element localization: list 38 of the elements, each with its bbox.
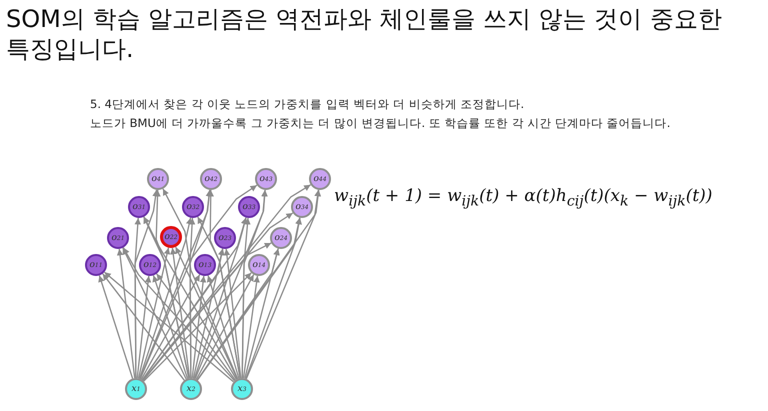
- connection-arrow: [192, 276, 206, 378]
- connection-arrow: [197, 216, 241, 378]
- connection-arrow: [244, 248, 280, 378]
- connection-arrow: [140, 184, 258, 380]
- connection-arrow: [245, 218, 302, 379]
- connection-arrow: [116, 248, 136, 378]
- connection-arrow: [196, 248, 280, 380]
- slide-title: SOM의 학습 알고리즘은 역전파와 체인룰을 쓰지 않는 것이 중요한 특징입니다.: [6, 4, 723, 64]
- connection-arrow: [138, 248, 170, 378]
- connection-arrow: [175, 246, 238, 380]
- connection-arrow: [143, 272, 252, 382]
- connection-arrow: [140, 274, 200, 380]
- connection-arrow: [136, 276, 152, 378]
- connection-arrow: [122, 248, 187, 380]
- connection-arrow: [152, 275, 188, 379]
- connection-arrow: [196, 274, 254, 380]
- connection-arrow: [188, 218, 196, 378]
- connection-arrow: [134, 218, 141, 378]
- connection-arrow: [162, 188, 238, 380]
- connection-arrow: [206, 275, 240, 379]
- connection-arrow: [104, 272, 234, 382]
- connection-arrow: [192, 248, 224, 378]
- connection-arrow: [242, 218, 251, 378]
- connection-arrow: [98, 275, 134, 379]
- connection-arrow: [246, 190, 322, 380]
- connection-arrow: [142, 242, 272, 382]
- connection-arrow: [194, 217, 248, 379]
- update-formula: w$_{ijk}$(t + 1) = w$_{ijk}$(t) + α(t)h$_{cij}$(t)(x$_{k}$ − w$_{ijk}$(t)): [334, 186, 712, 210]
- connection-arrow: [224, 248, 242, 378]
- connection-arrow: [122, 247, 236, 382]
- connection-arrow: [142, 248, 225, 380]
- connection-arrow: [156, 273, 236, 381]
- description-text: 노드가 BMU에 더 가까울수록 그 가중치는 더 많이 변경됩니다. 또 학습률 또한 각 시간 단계마다 줄어듭니다.: [90, 116, 670, 131]
- connection-arrow: [170, 248, 190, 378]
- description-text: 5. 4단계에서 찾은 각 이웃 노드의 가중치를 입력 벡터와 더 비슷하게 조정합니다.: [90, 97, 524, 112]
- connection-arrow: [196, 218, 302, 380]
- connection-arrow: [102, 273, 185, 381]
- connection-arrow: [242, 276, 260, 378]
